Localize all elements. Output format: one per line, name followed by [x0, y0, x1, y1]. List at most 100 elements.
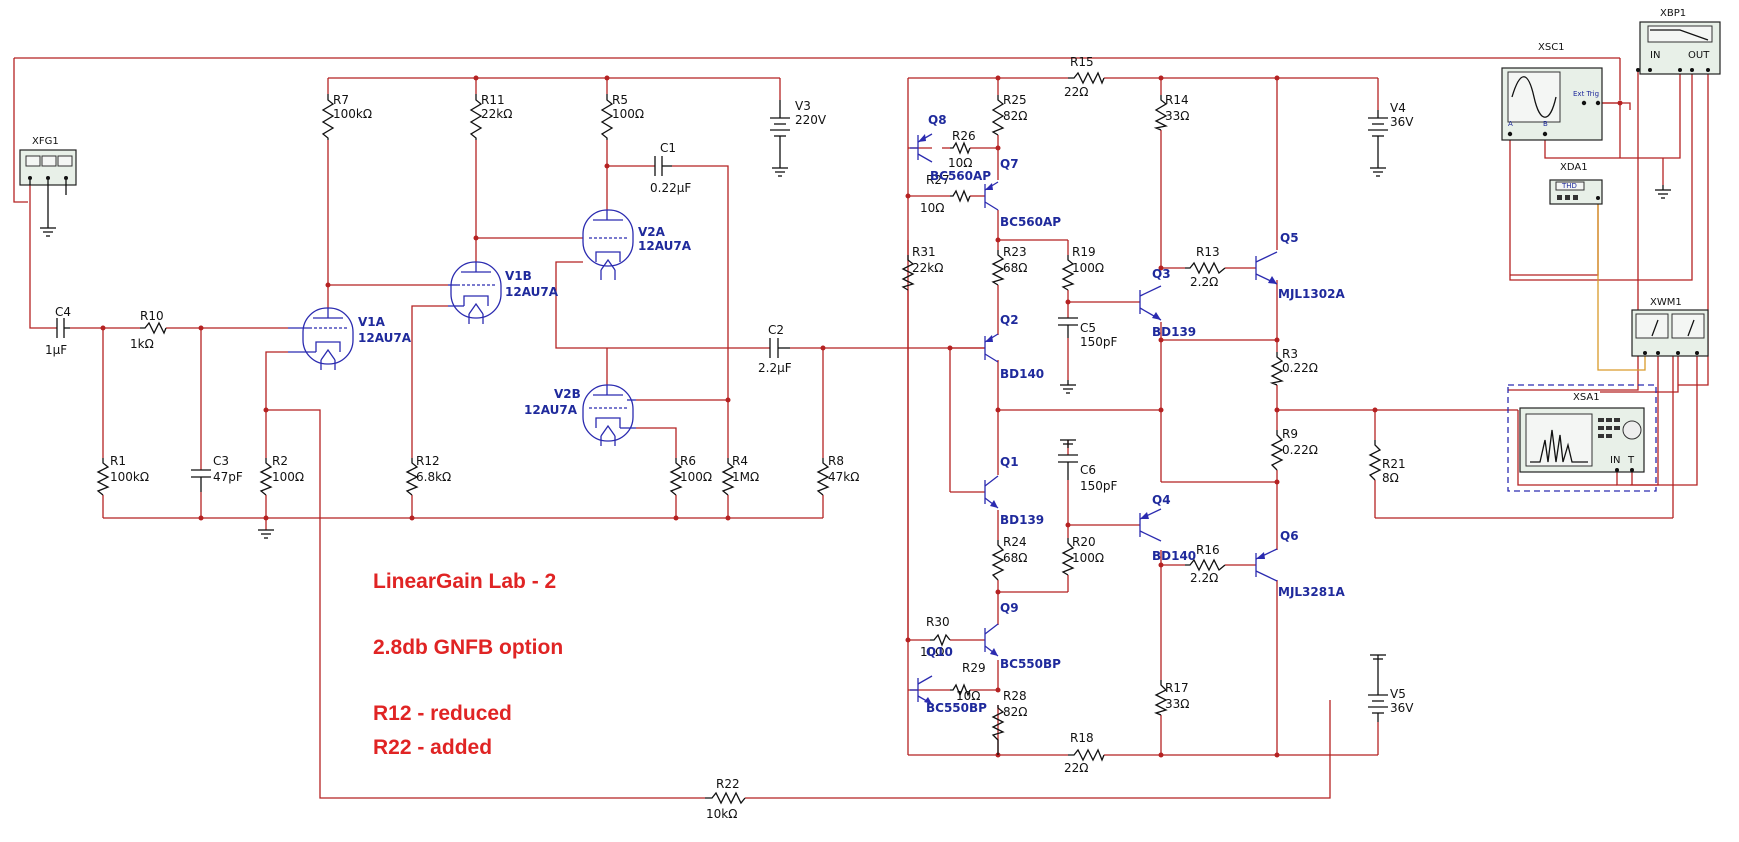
instrument-labels: XFG1 XSC1 XBP1 XDA1 XWM1 XSA1 THD Ext Tr…	[32, 8, 1710, 466]
r21-value: 8Ω	[1382, 471, 1399, 485]
resistor-symbols	[96, 71, 1382, 805]
r23-ref: R23	[1003, 245, 1027, 259]
q9-ref: Q9	[1000, 601, 1019, 615]
r4-ref: R4	[732, 454, 748, 468]
r4-symbol	[721, 458, 735, 496]
xsa1-in-label: IN	[1610, 455, 1620, 466]
r31-symbol	[901, 255, 915, 291]
wattmeter-xwm1[interactable]	[1631, 309, 1709, 357]
v2b-type: 12AU7A	[524, 403, 578, 417]
junctions	[100, 75, 1623, 758]
r9-symbol	[1270, 430, 1284, 471]
q5-type: MJL1302A	[1278, 287, 1345, 301]
tube-v1b-symbol	[448, 261, 502, 324]
r27-ref: R27	[926, 173, 950, 187]
c6-value: 150pF	[1080, 479, 1118, 493]
q6-ref: Q6	[1280, 529, 1299, 543]
r29-value: 10Ω	[956, 689, 980, 703]
q8-symbol	[910, 133, 933, 163]
r7-ref: R7	[333, 93, 349, 107]
xbp1-out-label: OUT	[1688, 50, 1710, 61]
r26-value: 10Ω	[948, 156, 972, 170]
vacuum-tubes	[288, 209, 636, 446]
q3-type: BD139	[1152, 325, 1196, 339]
note-option: 2.8db GNFB option	[373, 636, 563, 659]
spectrum-analyzer-xsa1[interactable]	[1507, 384, 1657, 492]
xda1-label: XDA1	[1560, 162, 1588, 173]
component-labels: R7 100kΩ R11 22kΩ R5 100Ω V3 220V C1 0.2…	[45, 55, 1414, 821]
ground-symbols	[40, 155, 1671, 665]
r30-symbol	[930, 633, 951, 647]
transistors	[910, 133, 1278, 705]
r25-value: 82Ω	[1003, 109, 1027, 123]
r25-symbol	[991, 95, 1005, 136]
bode-plotter-xbp1[interactable]	[1636, 21, 1721, 75]
q10-type: BC550BP	[926, 701, 987, 715]
xsc1-label: XSC1	[1538, 42, 1565, 53]
v4-value: 36V	[1390, 115, 1414, 129]
q5-symbol	[1255, 251, 1278, 285]
xbp1-label: XBP1	[1660, 8, 1686, 19]
r1-symbol	[96, 458, 110, 496]
r20-ref: R20	[1072, 535, 1096, 549]
r21-symbol	[1368, 440, 1382, 481]
q2-type: BD140	[1000, 367, 1044, 381]
r26-ref: R26	[952, 129, 976, 143]
xsa1-label: XSA1	[1573, 392, 1600, 403]
r13-symbol	[1185, 261, 1226, 275]
r25-ref: R25	[1003, 93, 1027, 107]
r31-ref: R31	[912, 245, 936, 259]
q7-ref: Q7	[1000, 157, 1019, 171]
r12-symbol	[405, 458, 419, 496]
q10-symbol	[910, 675, 933, 705]
annotation-notes: LinearGain Lab - 2 2.8db GNFB option R12…	[373, 570, 563, 759]
q3-symbol	[1139, 285, 1162, 321]
q8-ref: Q8	[928, 113, 947, 127]
r6-symbol	[669, 458, 683, 496]
function-generator-xfg1[interactable]	[19, 149, 77, 210]
ground-icon	[772, 155, 788, 177]
r6-ref: R6	[680, 454, 696, 468]
ground-icon	[258, 529, 274, 539]
r9-value: 0.22Ω	[1282, 443, 1318, 457]
ground-icon	[1370, 155, 1386, 177]
battery-icon	[1368, 665, 1388, 722]
q1-ref: Q1	[1000, 455, 1019, 469]
xwm1-label: XWM1	[1650, 297, 1682, 308]
r11-ref: R11	[481, 93, 505, 107]
r29-ref: R29	[962, 661, 986, 675]
v1b-type: 12AU7A	[505, 285, 559, 299]
r16-symbol	[1185, 558, 1226, 572]
r2-value: 100Ω	[272, 470, 304, 484]
r18-symbol	[1068, 748, 1105, 762]
r15-value: 22Ω	[1064, 85, 1088, 99]
r29-symbol	[950, 683, 971, 697]
r22-value: 10kΩ	[706, 807, 737, 821]
q4-symbol	[1139, 508, 1162, 542]
r16-value: 2.2Ω	[1190, 571, 1218, 585]
ground-icon	[40, 210, 56, 237]
tube-v1a-symbol	[288, 307, 354, 370]
r14-symbol	[1153, 95, 1168, 131]
v3-value: 220V	[795, 113, 827, 127]
v1b-ref: V1B	[505, 269, 532, 283]
note-title: LinearGain Lab - 2	[373, 570, 556, 593]
r17-symbol	[1154, 680, 1168, 716]
r24-symbol	[991, 540, 1005, 581]
r19-symbol	[1061, 255, 1075, 291]
r13-ref: R13	[1196, 245, 1220, 259]
r5-ref: R5	[612, 93, 628, 107]
r11-value: 22kΩ	[481, 107, 512, 121]
capacitor-symbols	[56, 156, 1078, 492]
wires	[13, 57, 1709, 799]
xsa1-t-label: T	[1627, 455, 1635, 466]
r5-symbol	[600, 94, 614, 140]
battery-icon	[770, 100, 790, 155]
q2-symbol	[984, 333, 999, 363]
xsc1-channel-a-label: A	[1508, 120, 1513, 128]
oscilloscope-xsc1[interactable]	[1501, 67, 1603, 141]
distortion-analyzer-xda1[interactable]	[1549, 179, 1603, 205]
v2a-ref: V2A	[638, 225, 666, 239]
r2-ref: R2	[272, 454, 288, 468]
q3-ref: Q3	[1152, 267, 1171, 281]
